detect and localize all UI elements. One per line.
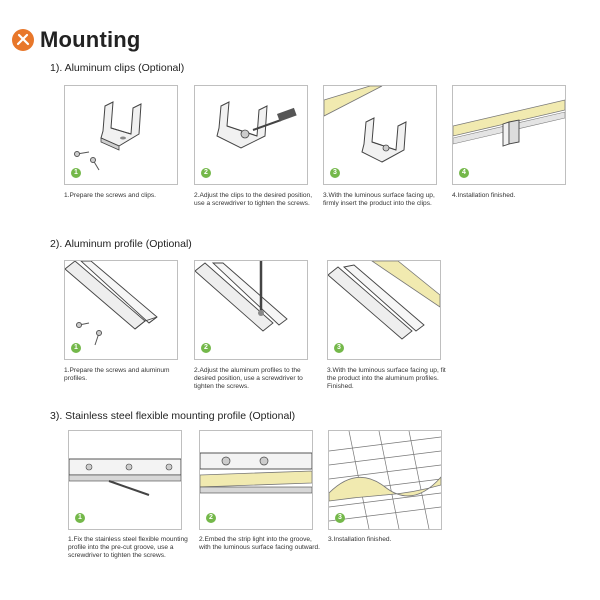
clips-step-2-illustration: 2 [194, 85, 308, 185]
step-badge: 2 [201, 343, 211, 353]
clips-step-1-illustration: 1 [64, 85, 178, 185]
page-title: Mounting [40, 27, 141, 52]
step-badge: 1 [75, 513, 85, 523]
step-badge: 1 [71, 168, 81, 178]
flexible-step-1-caption: 1.Fix the stainless steel flexible mount… [68, 536, 188, 560]
clips-step-2-caption: 2.Adjust the clips to the desired positi… [194, 192, 313, 208]
clips-step-3-illustration: 3 [323, 85, 437, 185]
profile-step-2-illustration: 2 [194, 260, 308, 360]
step-badge: 3 [330, 168, 340, 178]
step-badge: 1 [71, 343, 81, 353]
wrench-screwdriver-icon [12, 29, 34, 51]
clips-step-4-illustration: 4 [452, 85, 566, 185]
step-badge: 3 [334, 343, 344, 353]
flexible-step-3-caption: 3.Installation finished. [328, 536, 392, 543]
clips-step-1-caption: 1.Prepare the screws and clips. [64, 192, 156, 199]
profile-step-3-illustration: 3 [327, 260, 441, 360]
profile-step-2-caption: 2.Adjust the aluminum profiles to the de… [194, 367, 303, 391]
section-heading-profile: 2). Aluminum profile (Optional) [50, 238, 192, 250]
step-badge: 4 [459, 168, 469, 178]
profile-step-3-caption: 3.With the luminous surface facing up, f… [327, 367, 446, 391]
section-heading-clips: 1). Aluminum clips (Optional) [50, 62, 185, 74]
section-heading-flexible: 3). Stainless steel flexible mounting pr… [50, 410, 296, 422]
flexible-step-1-illustration: 1 [68, 430, 182, 530]
page-header: Mounting [12, 26, 141, 54]
profile-step-1-caption: 1.Prepare the screws and aluminum profil… [64, 367, 170, 383]
step-badge: 3 [335, 513, 345, 523]
step-badge: 2 [206, 513, 216, 523]
flexible-step-2-illustration: 2 [199, 430, 313, 530]
flexible-step-3-illustration: 3 [328, 430, 442, 530]
clips-step-3-caption: 3.With the luminous surface facing up, f… [323, 192, 435, 208]
clips-step-4-caption: 4.Installation finished. [452, 192, 516, 199]
profile-step-1-illustration: 1 [64, 260, 178, 360]
step-badge: 2 [201, 168, 211, 178]
flexible-step-2-caption: 2.Embed the strip light into the groove,… [199, 536, 320, 552]
